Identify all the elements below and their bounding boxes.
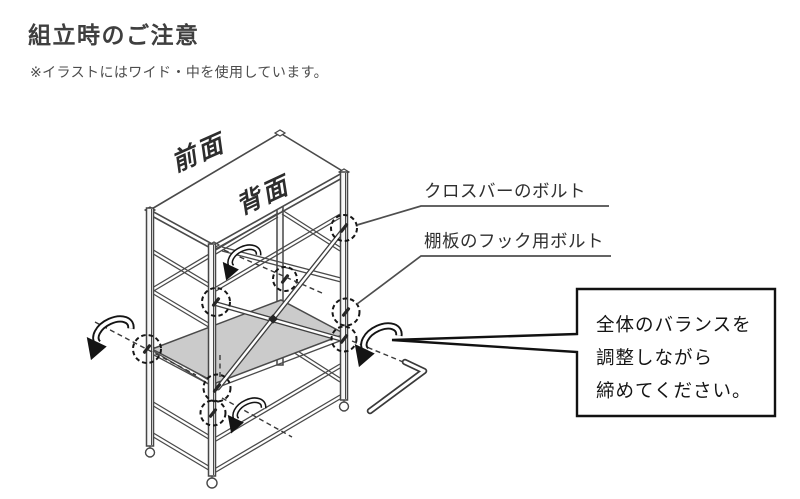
callout-hook-label: 棚板のフック用ボルト [424, 231, 604, 251]
shelf-hook-bolt-circle [331, 297, 361, 327]
front-upper-bolt-circle [201, 287, 231, 317]
front-bottom-bolt-circle [199, 399, 227, 427]
note-box-line1: 全体のバランスを [596, 314, 752, 335]
hidden-bolt-circle [272, 266, 298, 292]
crossbar-bolt-circle [330, 214, 358, 242]
callout-crossbar-label: クロスバーのボルト [424, 181, 586, 201]
page-title: 組立時のご注意 [28, 22, 200, 48]
page-subtitle: ※イラストにはワイド・中を使用しています。 [30, 64, 329, 80]
front-lower-bolt-circle [202, 373, 232, 403]
right-lower-bolt-circle [330, 325, 358, 353]
right-post [338, 171, 350, 412]
bolt-circles [132, 214, 361, 427]
rotate-arrow-right [355, 326, 399, 367]
note-box-outline [391, 287, 777, 418]
note-box: 全体のバランスを 調整しながら 締めてください。 [391, 287, 777, 418]
callout-hook-leader [356, 255, 611, 305]
callout-crossbar-leader [356, 205, 609, 226]
rotate-arrow-left [87, 319, 131, 360]
note-box-line3: 締めてください。 [596, 380, 751, 401]
hex-wrench [366, 358, 428, 415]
left-bolt-circle [132, 334, 162, 364]
crossbar-brace [214, 226, 347, 391]
left-post [144, 207, 156, 458]
callout-hook: 棚板のフック用ボルト [356, 231, 611, 305]
shelf-unit-illustration: 前面 背面 [143, 126, 351, 489]
note-box-line2: 調整しながら [596, 347, 713, 368]
front-post [206, 243, 218, 489]
callout-crossbar: クロスバーのボルト [356, 181, 609, 226]
